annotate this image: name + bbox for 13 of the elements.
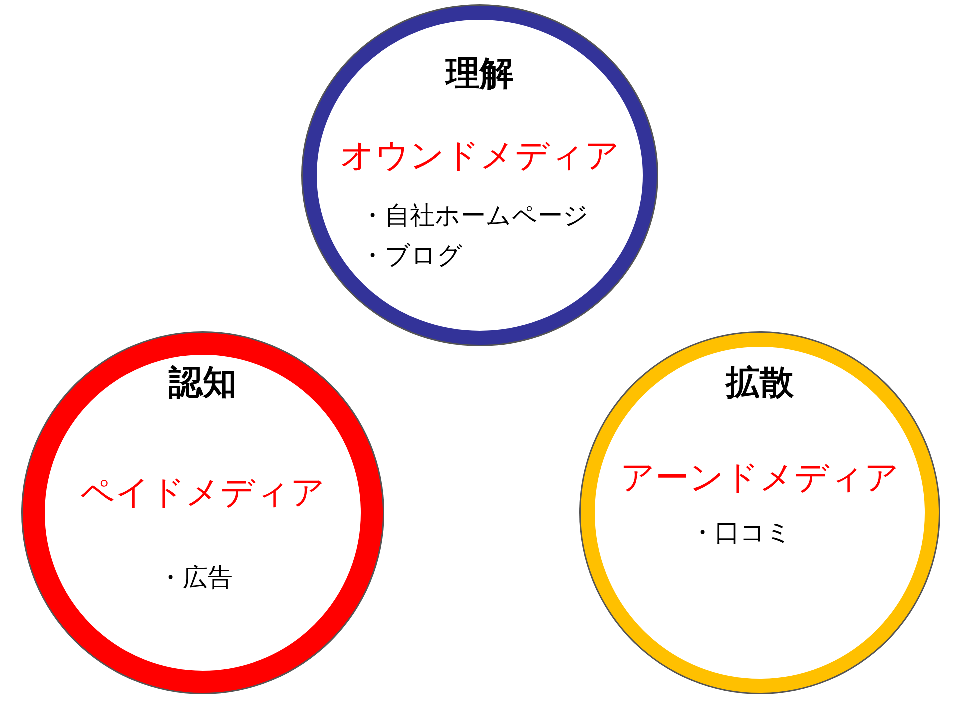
list-item: ・自社ホームページ: [360, 201, 589, 232]
stage-heading: 理解: [446, 54, 514, 95]
list-item: ・ブログ: [360, 241, 463, 272]
list-item: ・口コミ: [690, 518, 792, 549]
media-type-label: アーンドメディア: [620, 458, 900, 499]
media-type-label: ペイドメディア: [80, 473, 326, 514]
stage-heading: 認知: [169, 363, 237, 404]
stage-heading: 拡散: [726, 363, 794, 404]
category-circle: [300, 3, 660, 348]
category-circle: [20, 330, 386, 696]
media-type-label: オウンドメディア: [340, 136, 620, 177]
list-item: ・広告: [158, 563, 233, 594]
category-circle: [578, 330, 942, 696]
